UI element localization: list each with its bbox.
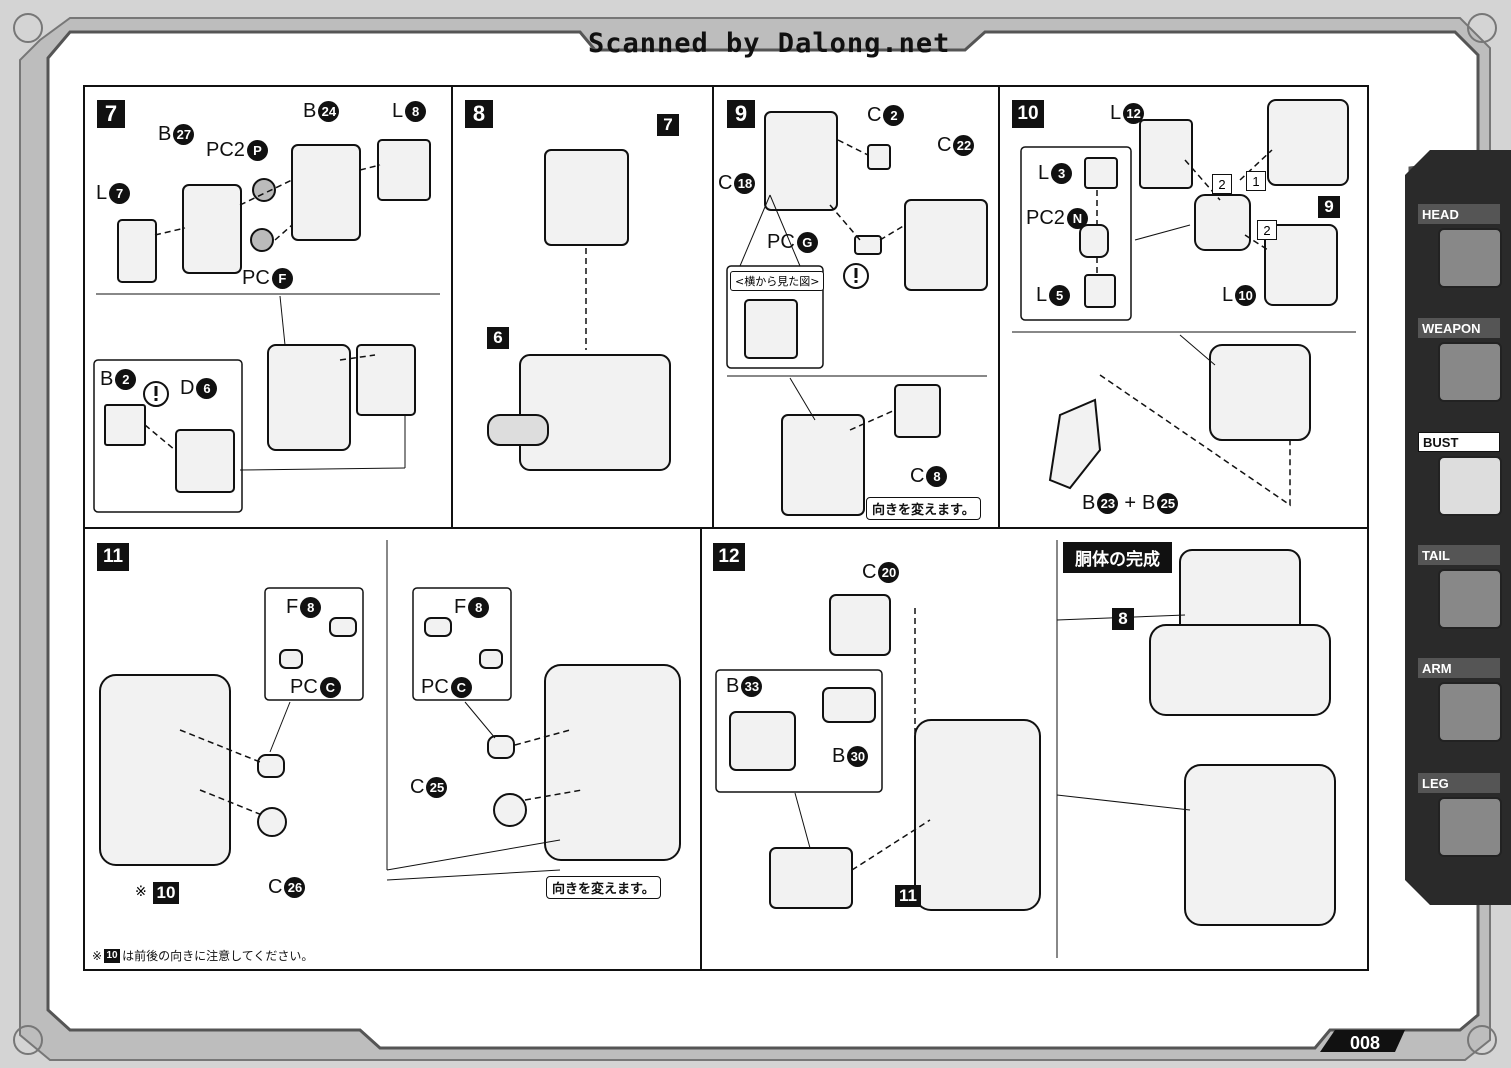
step-ref-6: 6 [487,327,509,349]
completion-title: 胴体の完成 [1063,542,1172,573]
step-8-number: 8 [465,100,493,128]
sidebar-tab-label: HEAD [1418,204,1500,224]
order-marker: 2 [1257,220,1277,240]
sidebar-tab-label: ARM [1418,658,1500,678]
step-ref-9: 9 [1318,196,1340,218]
caution-icon [143,381,169,407]
sidebar-tab-arm[interactable]: ARM [1418,658,1504,744]
sidebar-tab-label: LEG [1418,773,1500,793]
step-9-number: 9 [727,100,755,128]
sidebar-tab-bust[interactable]: BUST [1418,432,1504,518]
step-ref-7: 7 [657,114,679,136]
footnote: ※ 10 は前後の向きに注意してください。 [92,947,313,964]
side-view-label: <横から見た図> [730,271,825,291]
step-12-number: 12 [713,543,745,571]
sidebar-tab-leg[interactable]: LEG [1418,773,1504,859]
step-10-number: 10 [1012,100,1044,128]
sidebar-tab-label: WEAPON [1418,318,1500,338]
arm-icon [1438,682,1502,742]
step-ref-11: 11 [895,885,921,907]
head-icon [1438,228,1502,288]
footnote-ref: 10 [104,948,121,963]
page-number: 008 [1350,1033,1381,1053]
step-11-number: 11 [97,543,129,571]
page-title: Scanned by Dalong.net [588,28,951,59]
step-ref-8: 8 [1112,608,1134,630]
step-ref-10: 10 [153,882,179,904]
sidebar-tab-tail[interactable]: TAIL [1418,545,1504,631]
weapon-icon [1438,342,1502,402]
turn-note: 向きを変えます。 [866,497,981,520]
bust-icon [1438,456,1502,516]
reference-mark: ※ [135,884,147,900]
caution-icon [843,263,869,289]
footnote-mark: ※ [92,948,103,963]
leg-icon [1438,797,1502,857]
sidebar-tab-weapon[interactable]: WEAPON [1418,318,1504,404]
footnote-text: は前後の向きに注意してください。 [122,949,314,963]
order-marker: 2 [1212,174,1232,194]
sidebar-tab-label: TAIL [1418,545,1500,565]
turn-note: 向きを変えます。 [546,876,661,899]
step-7-number: 7 [97,100,125,128]
sidebar-tab-head[interactable]: HEAD [1418,204,1504,290]
order-marker: 1 [1246,171,1266,191]
sidebar-tab-label: BUST [1418,432,1500,452]
tail-icon [1438,569,1502,629]
